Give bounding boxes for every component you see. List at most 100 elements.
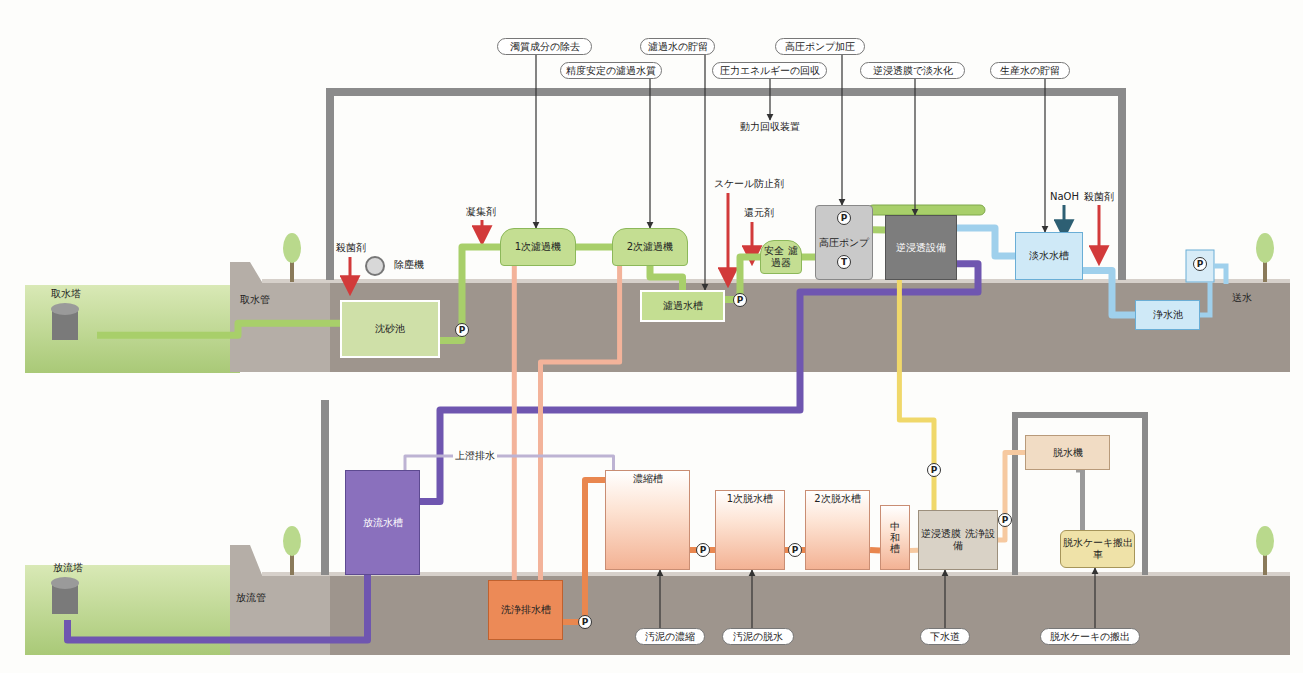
tower: 取水塔 [35,286,97,344]
pump-symbol: P [455,323,469,337]
leader-arrow [944,570,945,628]
ground-surface [262,279,1290,283]
node-text: 浄水池 [1153,309,1183,321]
pipe [650,266,683,290]
node-text: 濾過水の貯留 [648,41,708,53]
node-text: 脱水ケーキ搬出車 [1061,537,1134,561]
tree [283,526,301,556]
part-label: 放流管 [236,592,266,604]
node-text: 高圧ポンプ加圧 [785,41,855,53]
tree [283,233,301,263]
callout-box: 高圧ポンプ加圧 [775,38,865,55]
tree [1256,233,1274,263]
tree [1256,526,1274,556]
part-label: 送水 [1232,292,1252,304]
node-text: 圧力エネルギーの回収 [720,65,820,77]
leader-arrow [704,55,705,290]
node-text: 放流塔 [53,562,83,574]
dosing-arrow [727,193,730,284]
callout-box: 汚泥の脱水 [722,628,794,645]
equipment-label: 動力回収装置 [738,120,802,134]
leader-arrow [1044,79,1045,232]
truck: 脱水ケーキ搬出車 [1060,530,1135,568]
leader-arrow [535,55,536,228]
node-text: 逆浸透設備 [896,242,946,254]
node-text: 濾過水槽 [663,300,703,312]
callout-box: 逆浸透膜で淡水化 [860,62,965,79]
pipe [420,264,978,502]
filter-unit: 2次濾過機 [612,228,688,266]
leader-arrow [751,570,752,628]
node-text: 動力回収装置 [740,121,800,133]
leader-arrow [841,55,842,205]
callout-box: 濾過水の貯留 [640,38,715,55]
tower: 放流塔 [35,560,100,620]
pump-symbol: P [788,543,802,557]
equipment-label: 除塵機 [388,258,430,272]
node-text: 除塵機 [394,259,424,271]
part-label: 還元剤 [744,207,774,219]
pipe [873,226,885,233]
tank: 2次脱水槽 [805,490,870,570]
pump-symbol: P [837,211,851,225]
callout-box: 汚泥の濃縮 [635,628,705,645]
dosing-arrow [481,220,484,242]
part-label: スケール防止剤 [714,178,784,190]
tree-trunk [290,555,294,575]
pipe [405,456,614,470]
pump-symbol: T [837,255,851,269]
building-frame [321,400,329,575]
pump-symbol: P [998,513,1012,527]
tank: 濃縮槽 [605,470,690,570]
leader-arrow [1094,568,1095,628]
pipe [440,247,500,341]
tower-dome [51,577,79,589]
pipe [576,244,612,251]
node-text: 濁質成分の除去 [510,41,580,53]
pipe [870,547,880,554]
node-text: 脱水機 [1053,447,1083,459]
pump-symbol: P [733,293,747,307]
tank: 中和槽 [880,505,910,570]
leader-arrow [649,79,650,228]
callout-box: 濁質成分の除去 [497,38,592,55]
part-label: 殺菌剤 [336,242,366,254]
ground [330,575,1290,655]
part-label: NaOH [1050,191,1079,203]
node-text: 脱水ケーキの搬出 [1050,631,1130,643]
tank: 洗浄排水槽 [488,580,563,640]
pipe [957,228,1015,256]
node-text: 汚泥の濃縮 [645,631,695,643]
node-text: 安全 濾過器 [761,245,801,269]
part-label: 殺菌剤 [1084,191,1114,203]
tree-trunk [1263,262,1267,282]
pipe [68,575,368,640]
leader-arrow [769,79,770,120]
pipe [1076,470,1083,530]
dosing-arrow [349,257,352,292]
node-text: 下水道 [930,631,960,643]
tank: 1次脱水槽 [715,490,785,570]
node-text: 汚泥の脱水 [733,631,783,643]
tank: 淡水水槽 [1015,232,1083,280]
tank: 沈砂池 [340,300,440,358]
pipe [512,266,518,580]
pipe [998,453,1025,541]
part-label: 取水管 [240,294,270,306]
callout-box: 生産水の貯留 [990,62,1070,79]
building-frame [1015,415,1145,575]
node-text: 逆浸透膜で淡水化 [873,65,953,77]
part-label: 凝集剤 [466,206,496,218]
node-text: 中和槽 [890,521,900,554]
filter-unit: 1次濾過機 [500,228,576,266]
supply-pipe [1200,282,1210,315]
tree-trunk [290,262,294,282]
supply-pipe [1214,266,1226,284]
pump-symbol: P [696,543,710,557]
callout-box: 脱水ケーキの搬出 [1040,628,1140,645]
filter-unit: 安全 濾過器 [760,240,802,274]
leader-arrow [659,570,660,628]
